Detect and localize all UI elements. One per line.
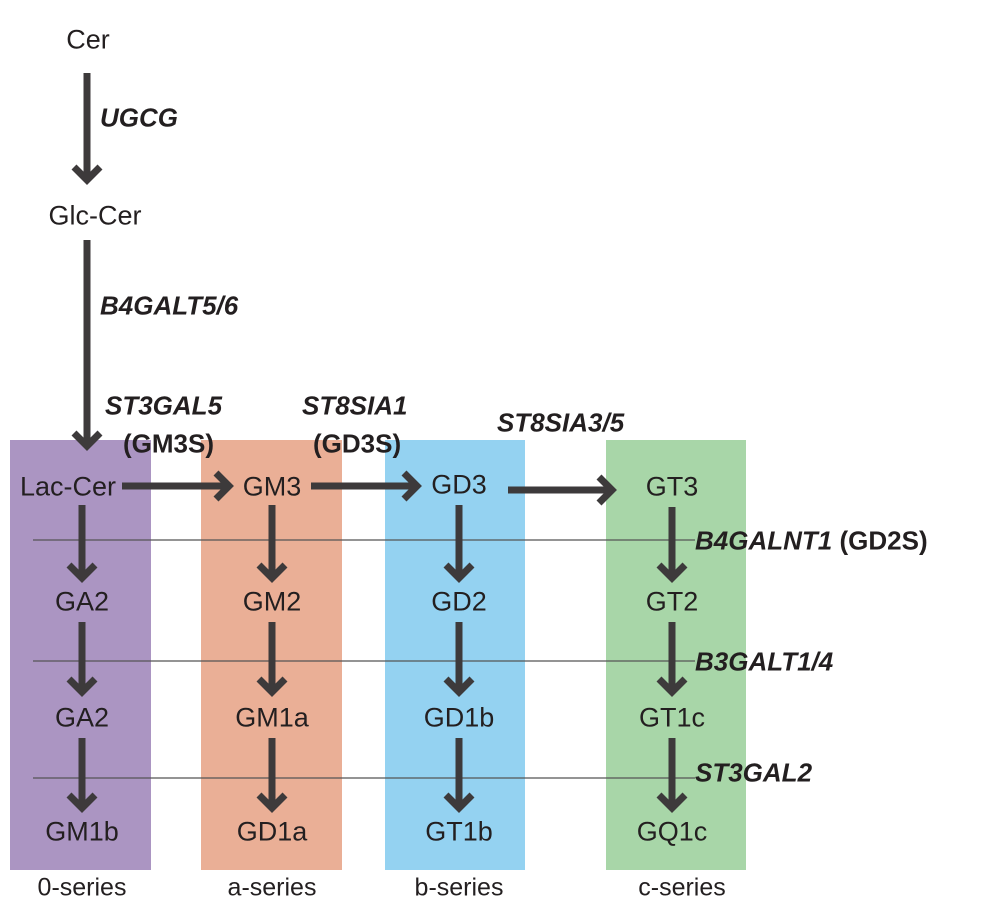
arrow bbox=[443, 738, 475, 813]
arrow bbox=[66, 738, 98, 813]
node-gt1c: GT1c bbox=[638, 702, 706, 733]
enzyme-b4galt5-6: B4GALT5/6 bbox=[100, 290, 239, 321]
series-label-0: 0-series bbox=[37, 873, 127, 902]
enzyme-st3gal5: ST3GAL5 bbox=[105, 390, 223, 421]
arrow bbox=[122, 470, 234, 502]
arrow bbox=[256, 622, 288, 697]
series-label-b: b-series bbox=[414, 873, 504, 902]
node-gt1b: GT1b bbox=[425, 816, 493, 847]
node-gq1c: GQ1c bbox=[636, 816, 708, 847]
arrow bbox=[256, 738, 288, 813]
series-label-a: a-series bbox=[227, 873, 317, 902]
node-cer: Cer bbox=[66, 24, 110, 55]
enzyme-st3gal2: ST3GAL2 bbox=[695, 757, 813, 788]
enzyme-st8sia1: ST8SIA1 bbox=[302, 390, 408, 421]
node-gm2: GM2 bbox=[242, 586, 302, 617]
arrow bbox=[443, 622, 475, 697]
node-gm3: GM3 bbox=[242, 471, 302, 502]
node-gd3: GD3 bbox=[431, 469, 487, 500]
enzyme-ugcg: UGCG bbox=[100, 102, 178, 133]
node-ga2-second: GA2 bbox=[54, 702, 110, 733]
c-series-band bbox=[606, 440, 746, 870]
node-lac-cer: Lac-Cer bbox=[19, 471, 117, 502]
b-series-band bbox=[385, 440, 525, 870]
node-gd1a: GD1a bbox=[236, 816, 308, 847]
enzyme-gd3s: (GD3S) bbox=[313, 428, 402, 459]
node-gd2: GD2 bbox=[431, 586, 487, 617]
node-gd1b: GD1b bbox=[423, 702, 495, 733]
node-gm1a: GM1a bbox=[235, 702, 309, 733]
arrow bbox=[656, 507, 688, 583]
series-label-c: c-series bbox=[638, 873, 726, 902]
arrow bbox=[311, 470, 422, 502]
enzyme-gm3s: (GM3S) bbox=[123, 428, 214, 459]
arrow bbox=[71, 240, 103, 451]
arrow bbox=[656, 738, 688, 813]
arrow bbox=[656, 622, 688, 697]
arrow bbox=[66, 505, 98, 583]
arrow bbox=[256, 505, 288, 583]
arrow bbox=[66, 622, 98, 697]
enzyme-st8sia3-5: ST8SIA3/5 bbox=[497, 407, 625, 438]
node-gt3: GT3 bbox=[645, 471, 699, 502]
node-ga2: GA2 bbox=[54, 586, 110, 617]
arrow bbox=[71, 73, 103, 185]
enzyme-b3galt1-4: B3GALT1/4 bbox=[695, 646, 834, 677]
node-gt2: GT2 bbox=[645, 586, 699, 617]
arrow bbox=[508, 474, 617, 506]
enzyme-b4galnt1-name: B4GALNT1 bbox=[695, 525, 833, 556]
enzyme-gd2s: (GD2S) bbox=[839, 525, 928, 556]
node-gm1b: GM1b bbox=[45, 816, 119, 847]
enzyme-b4galnt1: B4GALNT1 (GD2S) bbox=[695, 526, 928, 557]
arrow bbox=[443, 505, 475, 583]
node-glc-cer: Glc-Cer bbox=[48, 200, 142, 231]
